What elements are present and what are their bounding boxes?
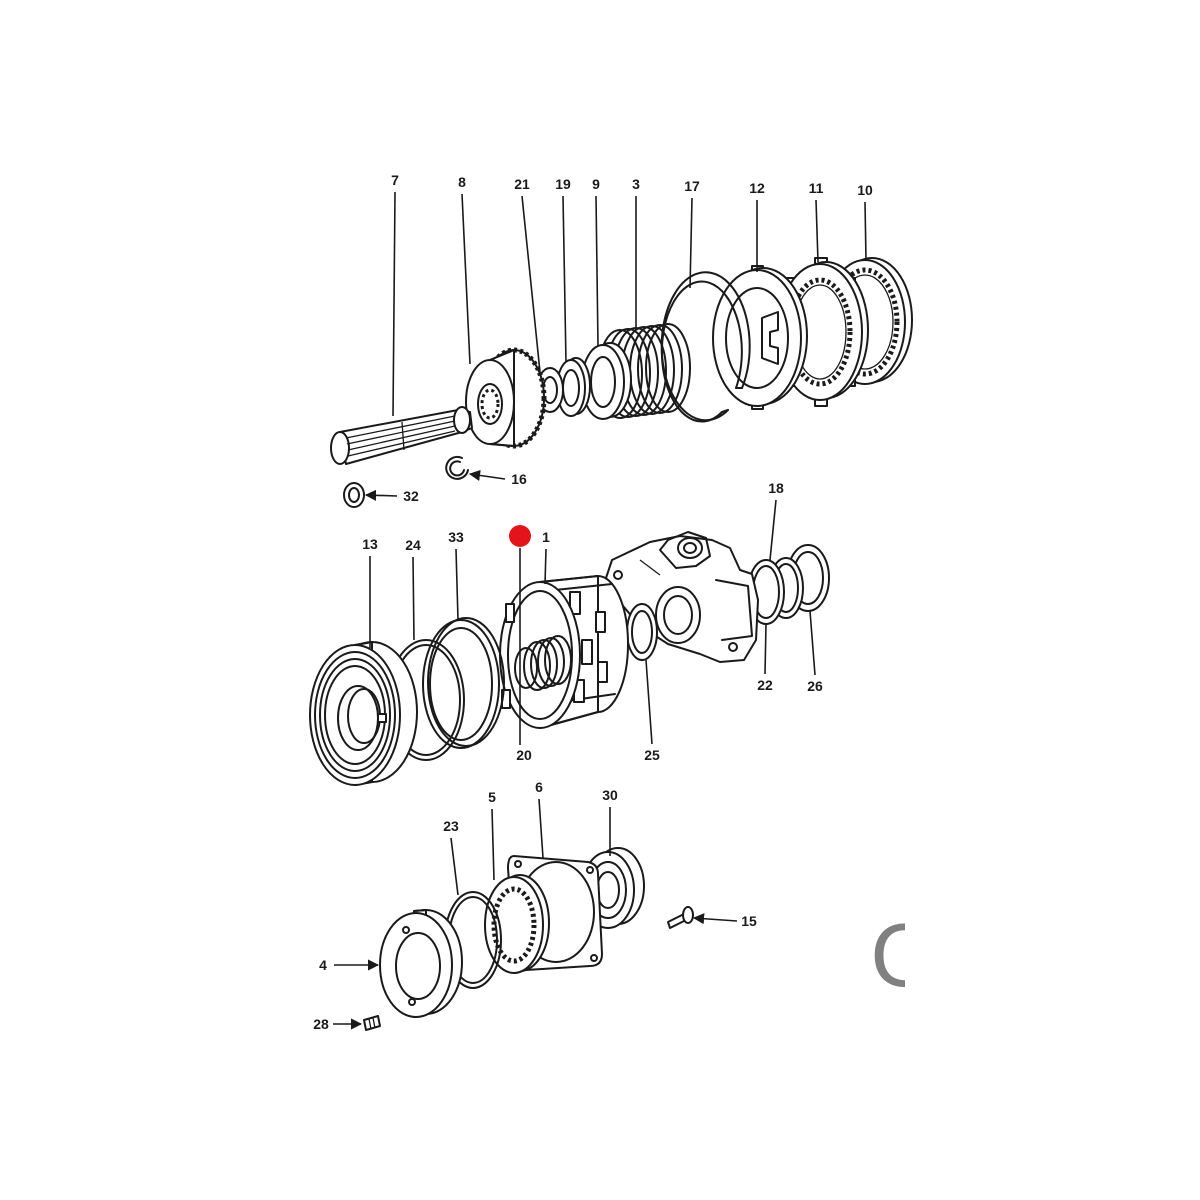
callout-16: 16: [511, 471, 527, 487]
red-marker-dot: [509, 525, 531, 547]
part-13-piston: [309, 641, 418, 786]
part-32-washer: [343, 482, 365, 508]
callout-10: 10: [857, 182, 873, 198]
part-20-spring: [514, 635, 572, 691]
part-25-ring: [626, 603, 658, 661]
edge-glyph: C: [870, 908, 929, 1006]
callout-25: 25: [644, 747, 660, 763]
callout-13: 13: [362, 536, 378, 552]
part-16-circlip: [445, 455, 469, 480]
callout-18: 18: [768, 480, 784, 496]
callout-9: 9: [592, 176, 600, 192]
callout-19: 19: [555, 176, 571, 192]
part-9-washer: [581, 342, 632, 420]
callout-21: 21: [514, 176, 530, 192]
leader-lines: [333, 191, 867, 1030]
callout-22: 22: [757, 677, 773, 693]
callout-17: 17: [684, 178, 700, 194]
callout-12: 12: [749, 180, 765, 196]
callout-33: 33: [448, 529, 464, 545]
part-33-ring: [422, 617, 505, 749]
callout-15: 15: [741, 913, 757, 929]
part-28-pin: [363, 1015, 381, 1031]
part-5-splined-ring: [484, 874, 550, 974]
valve-housing: [605, 531, 759, 663]
callout-1: 1: [542, 529, 550, 545]
part-8-gear: [465, 347, 547, 449]
part-12-plate: [712, 265, 808, 410]
callout-7: 7: [391, 172, 399, 188]
callout-28: 28: [313, 1016, 329, 1032]
callout-24: 24: [405, 537, 421, 553]
callout-30: 30: [602, 787, 618, 803]
part-4-ring-nut: [379, 909, 463, 1018]
part-17-snap-ring: [660, 271, 751, 423]
callout-11: 11: [809, 180, 824, 196]
callout-20: 20: [516, 747, 532, 763]
callout-3: 3: [632, 176, 640, 192]
callout-32: 32: [403, 488, 419, 504]
callout-6: 6: [535, 779, 543, 795]
callout-23: 23: [443, 818, 459, 834]
callout-5: 5: [488, 789, 496, 805]
callout-26: 26: [807, 678, 823, 694]
callout-labels: 7 8 21 19 9 3 17 12 11 10 16 32 13 24 33…: [313, 172, 873, 1032]
callout-8: 8: [458, 174, 466, 190]
edge-glyph-clip: C: [870, 908, 929, 1006]
callout-4: 4: [319, 957, 327, 973]
part-7-splined-shaft: [330, 406, 473, 465]
